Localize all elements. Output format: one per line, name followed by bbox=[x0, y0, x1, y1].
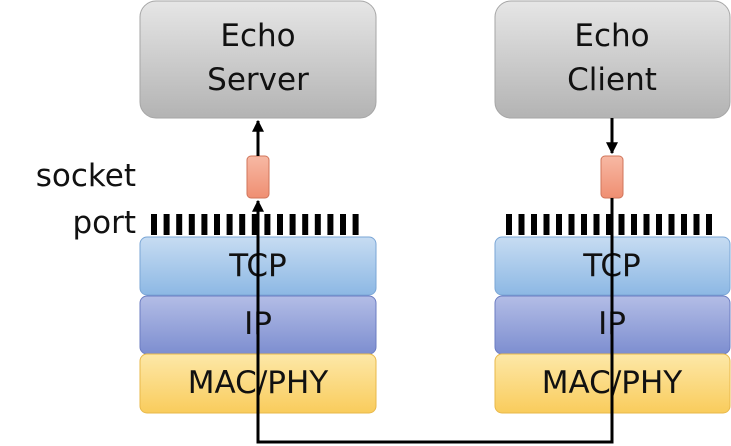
port-tick bbox=[681, 214, 687, 235]
port-tick bbox=[531, 214, 537, 235]
port-tick bbox=[314, 214, 321, 235]
port-tick bbox=[277, 214, 283, 235]
port-tick bbox=[201, 214, 208, 235]
port-tick bbox=[506, 214, 512, 235]
server-stack: Echo Server TCP IP MAC/PHY bbox=[139, 0, 377, 414]
port-tick bbox=[618, 214, 625, 235]
server-port-ticks bbox=[151, 214, 359, 235]
port-tick bbox=[568, 214, 575, 235]
port-tick bbox=[226, 214, 233, 235]
port-tick bbox=[302, 214, 309, 235]
port-label: port bbox=[72, 205, 136, 241]
port-tick bbox=[543, 214, 550, 235]
data-path-line bbox=[252, 198, 614, 444]
echo-client-title-line1: Echo bbox=[574, 18, 649, 54]
port-tick bbox=[289, 214, 296, 235]
port-tick bbox=[327, 214, 334, 235]
port-tick bbox=[706, 214, 712, 235]
port-tick bbox=[188, 214, 195, 235]
socket-label: socket bbox=[36, 158, 136, 194]
port-tick bbox=[593, 214, 600, 235]
server-socket bbox=[246, 155, 270, 199]
port-tick bbox=[151, 214, 157, 235]
port-tick bbox=[693, 214, 700, 235]
echo-server-title-line1: Echo bbox=[220, 18, 295, 54]
port-tick bbox=[518, 214, 525, 235]
port-tick bbox=[631, 214, 637, 235]
port-tick bbox=[340, 214, 346, 235]
echo-server-title-line2: Server bbox=[207, 62, 309, 98]
port-tick bbox=[352, 214, 359, 235]
port-tick bbox=[643, 214, 650, 235]
port-tick bbox=[163, 214, 170, 235]
port-tick bbox=[668, 214, 675, 235]
echo-client-title-line2: Client bbox=[567, 62, 657, 98]
port-tick bbox=[556, 214, 562, 235]
client-socket bbox=[600, 155, 624, 199]
port-tick bbox=[581, 214, 587, 235]
port-tick bbox=[251, 214, 258, 235]
port-tick bbox=[656, 214, 662, 235]
port-tick bbox=[176, 214, 183, 235]
client-port-ticks bbox=[506, 214, 712, 235]
port-tick bbox=[239, 214, 246, 235]
echo-server-box bbox=[139, 0, 377, 119]
port-tick bbox=[264, 214, 271, 235]
port-tick bbox=[606, 214, 612, 235]
port-tick bbox=[214, 214, 220, 235]
